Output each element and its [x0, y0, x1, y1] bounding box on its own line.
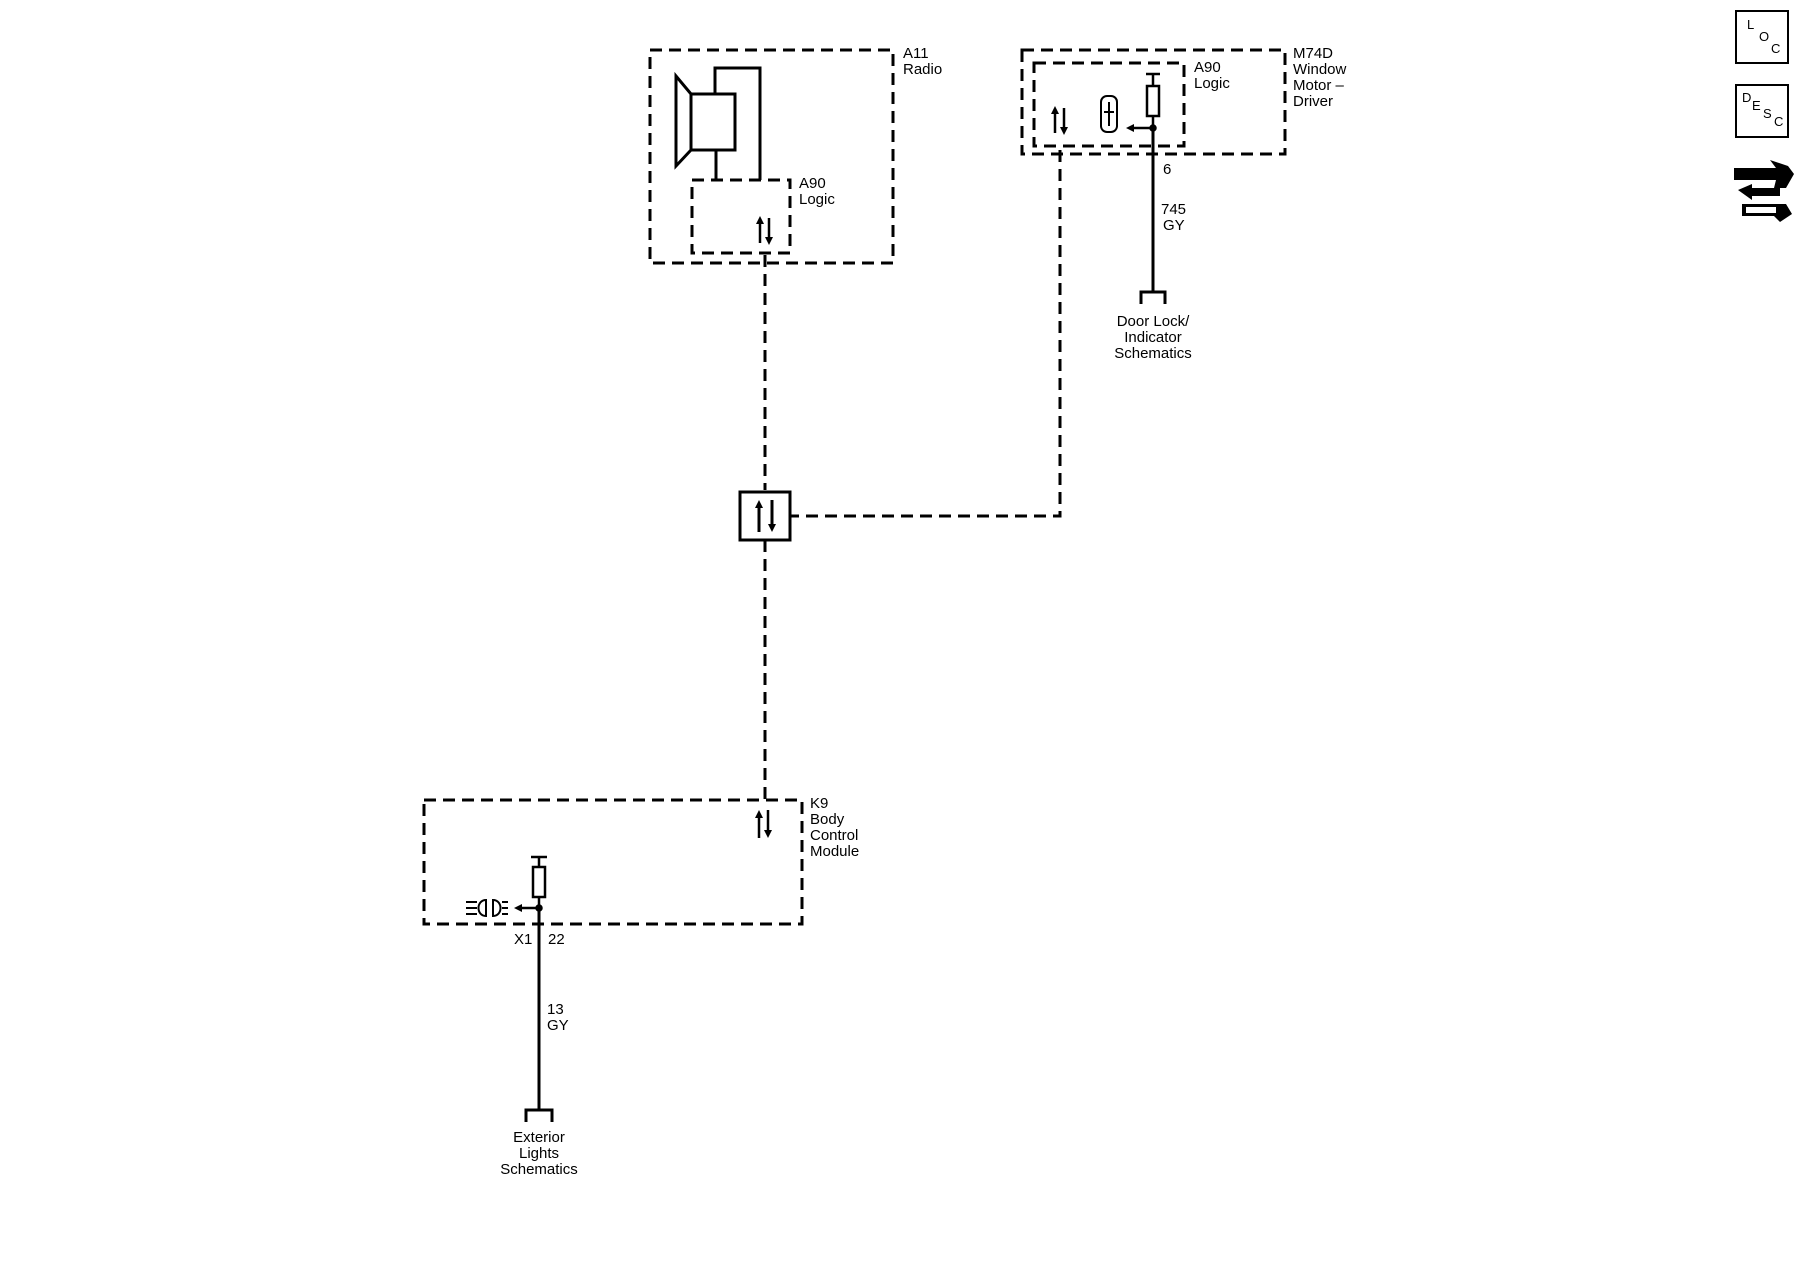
radio-logic-ref: A90 — [799, 175, 826, 192]
door-lock-ref-3: Schematics — [1114, 345, 1192, 362]
bcm-ref: K9 — [810, 795, 828, 812]
fuse-icon — [514, 855, 547, 912]
bcm-connector: X1 — [514, 931, 532, 948]
window-logic-ref: A90 — [1194, 59, 1221, 76]
radio-module: A11 Radio A90 Logic — [648, 45, 942, 265]
serial-data-icon — [756, 216, 773, 245]
window-motor-module: A90 Logic M74D Window Motor – Driver 6 — [1020, 45, 1347, 178]
bcm-wire: 13 GY Exterior Lights Schematics — [500, 910, 578, 1178]
service-tools-button[interactable] — [1730, 160, 1796, 224]
exterior-lights-ref-2: Lights — [519, 1145, 559, 1162]
door-lock-ref-1: Door Lock/ — [1117, 313, 1190, 330]
bcm-pin: 22 — [548, 931, 565, 948]
window-motor-ref: M74D — [1293, 45, 1333, 62]
desc-letter-e: E — [1752, 98, 1761, 113]
bcm-name-3: Module — [810, 843, 859, 860]
window-motor-circuit-number: 745 — [1161, 201, 1186, 218]
bcm-circuit-number: 13 — [547, 1001, 564, 1018]
window-motor-wire: 745 GY Door Lock/ Indicator Schematics — [1114, 130, 1192, 362]
window-motor-name-3: Driver — [1293, 93, 1333, 110]
fuse-icon — [1126, 72, 1161, 132]
serial-data-network — [763, 150, 1062, 800]
radio-logic-name: Logic — [799, 191, 835, 208]
serial-data-icon — [755, 500, 776, 532]
serial-data-icon — [755, 810, 772, 838]
loc-letter-o: O — [1759, 29, 1770, 44]
headlamp-icon — [466, 898, 508, 918]
location-button[interactable]: L O C — [1735, 10, 1789, 64]
loc-letter-c: C — [1771, 41, 1781, 56]
door-lock-ref-2: Indicator — [1124, 329, 1182, 346]
serial-data-icon — [1051, 106, 1068, 135]
ground-icon — [1139, 290, 1167, 304]
exterior-lights-ref-1: Exterior — [513, 1129, 565, 1146]
window-logic-name: Logic — [1194, 75, 1230, 92]
serial-data-splice — [738, 490, 792, 542]
exterior-lights-ref-3: Schematics — [500, 1161, 578, 1178]
radio-ref: A11 — [903, 45, 929, 62]
radio-name: Radio — [903, 61, 942, 78]
window-motor-name-2: Motor – — [1293, 77, 1345, 94]
bcm-wire-color: GY — [547, 1017, 569, 1034]
desc-letter-c: C — [1774, 114, 1784, 129]
bcm-name-2: Control — [810, 827, 858, 844]
window-motor-name-1: Window — [1293, 61, 1347, 78]
bcm-name-1: Body — [810, 811, 845, 828]
window-motor-wire-color: GY — [1163, 217, 1185, 234]
loc-letter-l: L — [1747, 17, 1755, 32]
service-tools-icon — [1734, 160, 1794, 222]
desc-letter-s: S — [1763, 106, 1772, 121]
ground-icon — [524, 1108, 554, 1122]
body-control-module: K9 Body Control Module X1 22 — [422, 795, 859, 948]
window-motor-pin: 6 — [1163, 161, 1171, 178]
speaker-icon — [674, 66, 762, 180]
description-button[interactable]: D E S C — [1735, 84, 1789, 138]
desc-letter-d: D — [1742, 90, 1752, 105]
vehicle-door-icon — [1100, 95, 1118, 133]
